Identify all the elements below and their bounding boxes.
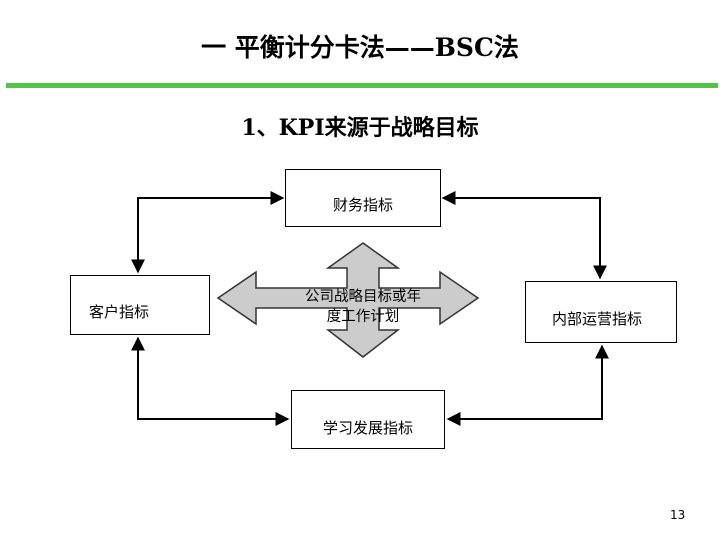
slide-title: 一 平衡计分卡法——BSC法 bbox=[201, 33, 519, 62]
center-text-line-1: 公司战略目标或年 bbox=[305, 289, 421, 305]
node-customer-label: 客户指标 bbox=[89, 303, 150, 321]
connector-finance-internal bbox=[441, 191, 607, 280]
node-learning-growth-indicators: 学习发展指标 bbox=[291, 390, 445, 449]
four-way-arrow-shape bbox=[216, 242, 480, 358]
slide-subtitle: 1、KPI来源于战略目标 bbox=[241, 115, 479, 141]
node-customer-indicators: 客户指标 bbox=[70, 275, 210, 335]
node-internal-label: 内部运营指标 bbox=[552, 310, 643, 328]
node-finance-indicators: 财务指标 bbox=[285, 169, 441, 227]
connector-customer-finance bbox=[131, 191, 285, 274]
page-number: 13 bbox=[670, 508, 686, 522]
connector-internal-learning bbox=[446, 344, 609, 426]
center-strategy-text: 公司战略目标或年 度工作计划 bbox=[283, 287, 443, 327]
title-divider bbox=[6, 83, 718, 88]
connector-learning-customer bbox=[131, 336, 290, 426]
center-text-line-2: 度工作计划 bbox=[326, 309, 400, 325]
node-finance-label: 财务指标 bbox=[332, 196, 393, 214]
node-learning-label: 学习发展指标 bbox=[322, 419, 413, 437]
node-internal-operation-indicators: 内部运营指标 bbox=[525, 281, 677, 343]
